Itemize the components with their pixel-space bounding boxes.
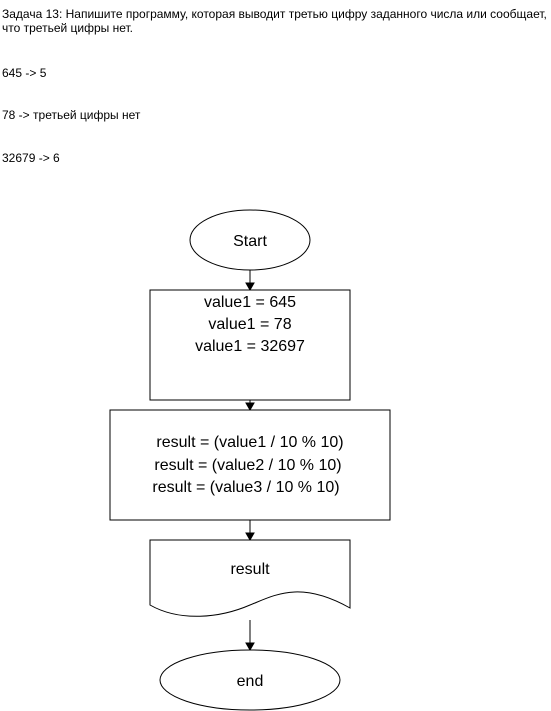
- output-label: result: [230, 561, 270, 578]
- arrowhead-output-end: [245, 642, 255, 652]
- init-line-1: value1 = 645: [204, 294, 296, 311]
- init-process-box: [149, 289, 351, 401]
- example-2: 78 -> третьей цифры нет: [2, 108, 141, 122]
- compute-line-2: result = (value2 / 10 % 10): [154, 457, 341, 474]
- task-title-continued: что третьей цифры нет.: [2, 21, 134, 35]
- arrowhead-compute-output: [245, 532, 255, 542]
- end-terminator: [159, 649, 341, 711]
- example-3: 32679 -> 6: [2, 151, 60, 165]
- arrowhead-init-compute: [245, 402, 255, 412]
- start-label: Start: [233, 233, 267, 250]
- task-title: Задача 13: Напишите программу, которая в…: [2, 7, 547, 21]
- compute-line-3: result = (value3 / 10 % 10): [152, 479, 339, 496]
- init-line-3: value1 = 32697: [195, 338, 305, 355]
- end-label: end: [237, 673, 264, 690]
- init-line-2: value1 = 78: [208, 316, 291, 333]
- output-document-shape: [149, 539, 351, 617]
- example-1: 645 -> 5: [2, 66, 47, 80]
- compute-line-1: result = (value1 / 10 % 10): [156, 434, 343, 451]
- arrowhead-start-init: [245, 282, 255, 292]
